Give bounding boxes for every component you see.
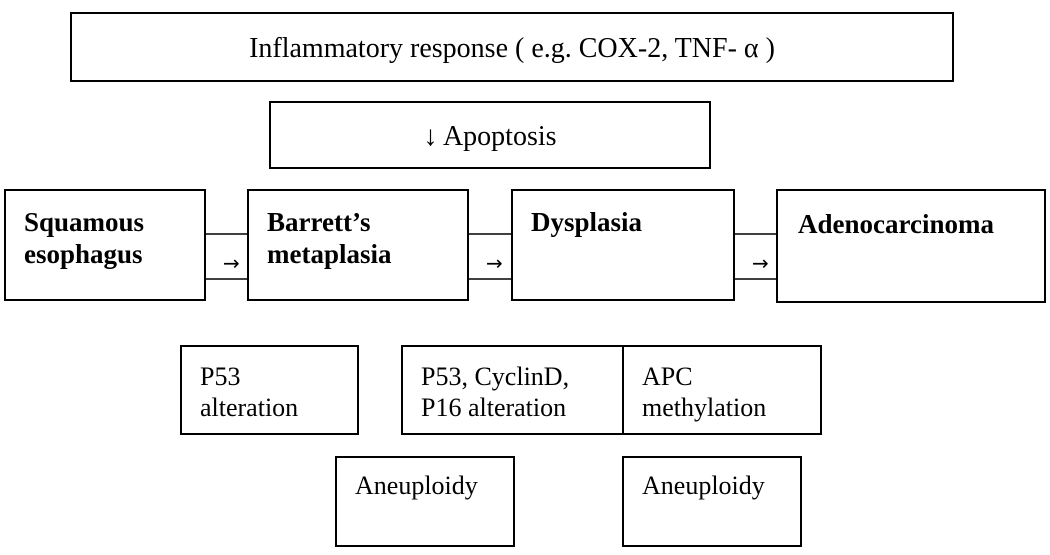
marker-label: APC methylation <box>642 362 767 423</box>
arrow-right-icon: → <box>486 251 503 275</box>
marker-label: Aneuploidy <box>355 471 478 500</box>
stage-label: Barrett’s metaplasia <box>267 207 392 270</box>
inflammatory-response-box: Inflammatory response ( e.g. COX-2, TNF-… <box>70 12 954 82</box>
arrow-right-icon: → <box>223 251 240 275</box>
marker-label: P53, CyclinD, P16 alteration <box>421 362 570 423</box>
stage-dysplasia: Dysplasia <box>511 189 735 301</box>
stage-adenocarcinoma: Adenocarcinoma <box>776 189 1046 303</box>
stage-label: Adenocarcinoma <box>798 209 994 239</box>
stage-label: Dysplasia <box>531 207 643 237</box>
marker-aneuploidy-left: Aneuploidy <box>335 456 515 547</box>
stage-squamous-esophagus: Squamous esophagus <box>4 189 206 301</box>
apoptosis-box: ↓ Apoptosis <box>269 101 711 169</box>
stage-label: Squamous esophagus <box>24 207 145 270</box>
inflammatory-response-label: Inflammatory response ( e.g. COX-2, TNF-… <box>249 33 775 64</box>
marker-p53-alteration: P53 alteration <box>180 345 359 435</box>
marker-p53-cyclind-p16: P53, CyclinD, P16 alteration <box>401 345 624 435</box>
apoptosis-label: ↓ Apoptosis <box>423 121 557 152</box>
marker-label: P53 alteration <box>200 362 299 423</box>
marker-apc-methylation: APC methylation <box>622 345 822 435</box>
stage-barretts-metaplasia: Barrett’s metaplasia <box>247 189 469 301</box>
arrow-right-icon: → <box>752 251 769 275</box>
marker-aneuploidy-right: Aneuploidy <box>622 456 802 547</box>
marker-label: Aneuploidy <box>642 471 765 500</box>
